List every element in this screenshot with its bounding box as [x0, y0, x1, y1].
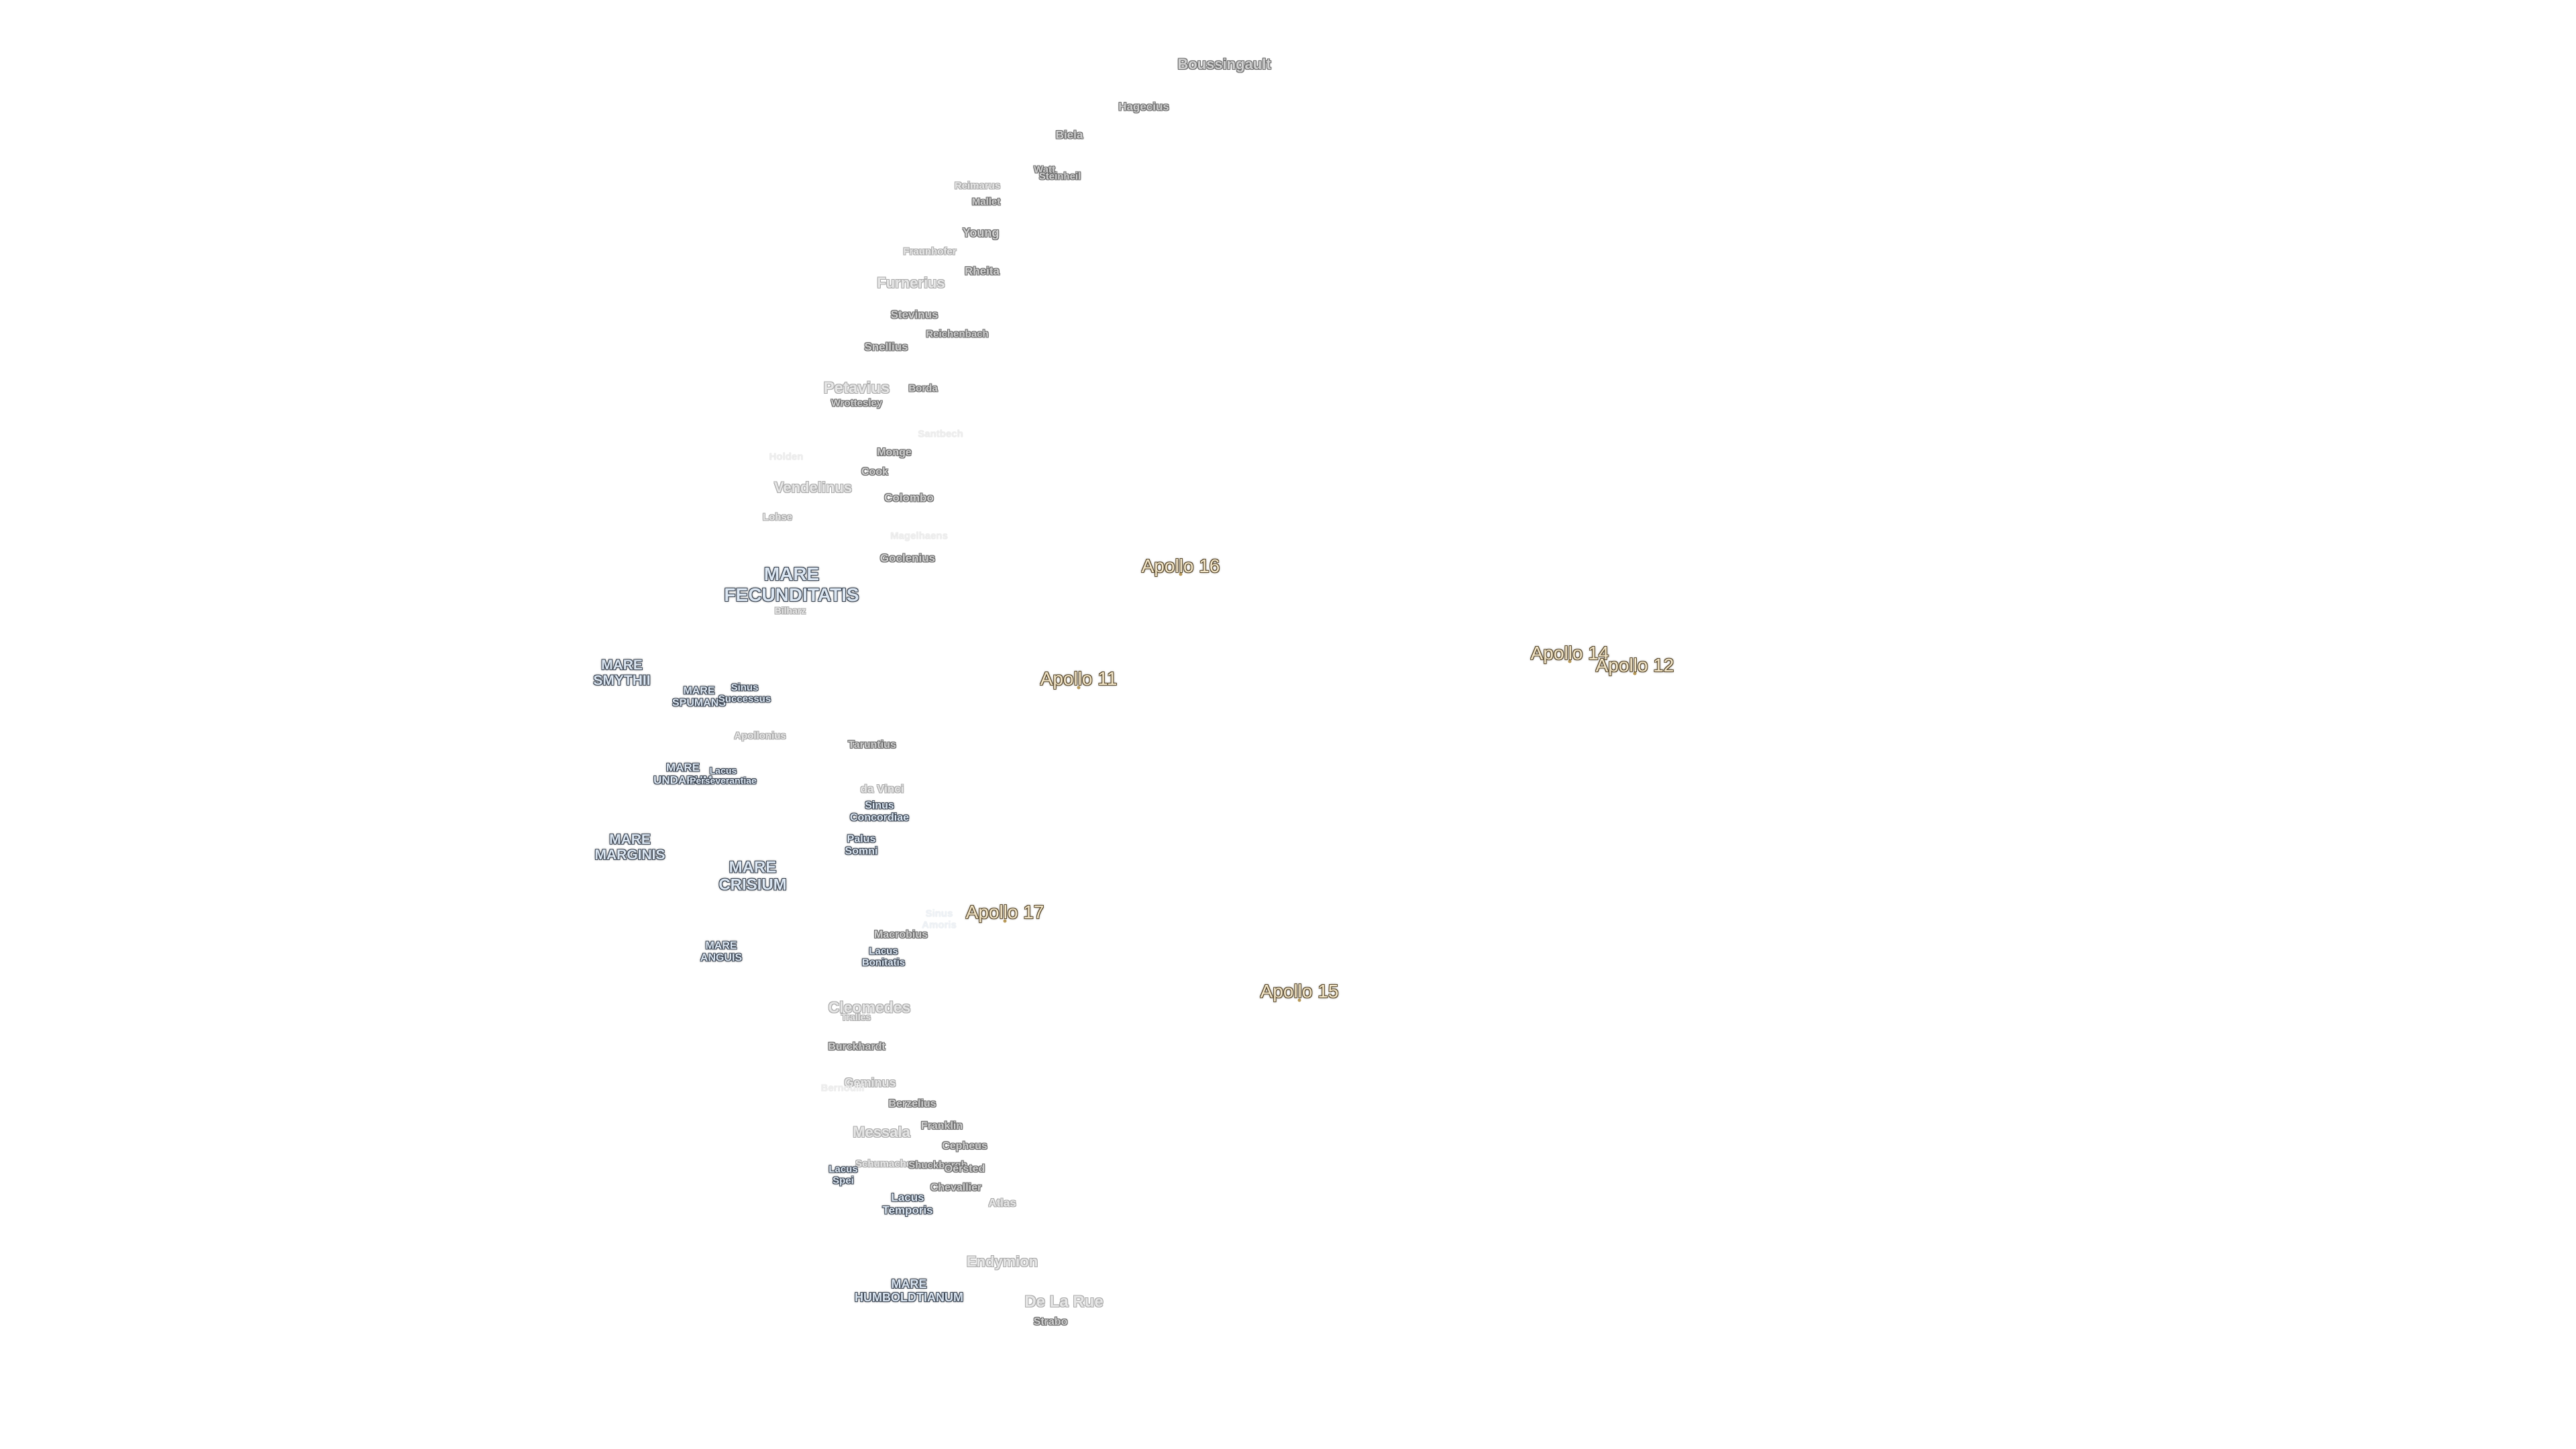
sea-label-mare-humboldtianum: MARE HUMBOLDTIANUM: [855, 1277, 963, 1304]
sea-label-sinus-amoris: Sinus Amoris: [922, 908, 957, 930]
crater-label-da-vinci: da Vinci: [860, 782, 904, 796]
sea-label-palus-somni: Palus Somni: [845, 833, 878, 857]
crater-label-magelhaens: Magelhaens: [890, 530, 948, 542]
sea-label-mare-anguis: MARE ANGUIS: [700, 940, 743, 963]
crater-label-cleomedes: Cleomedes: [828, 998, 911, 1016]
crater-label-steinheil: Steinheil: [1038, 170, 1081, 182]
crater-label-holden: Holden: [769, 451, 804, 463]
landing-site-marker-apollo-14: [1568, 659, 1572, 663]
landing-site-label-apollo-11: Apollo 11: [1040, 668, 1118, 689]
crater-label-atlas: Atlas: [988, 1196, 1016, 1210]
crater-label-strabo: Strabo: [1033, 1316, 1068, 1328]
crater-label-furnerius: Furnerius: [877, 274, 945, 291]
crater-label-macrobius: Macrobius: [873, 929, 928, 941]
crater-label-stevinus: Stevinus: [890, 308, 938, 321]
crater-label-cook: Cook: [861, 466, 888, 478]
landing-site-label-apollo-14: Apollo 14: [1530, 643, 1609, 663]
crater-label-geminus: Geminus: [844, 1076, 896, 1089]
crater-label-monge: Monge: [877, 447, 912, 458]
crater-label-goclenius: Goclenius: [879, 551, 936, 565]
landing-site-label-apollo-17: Apollo 17: [965, 902, 1044, 922]
sea-label-lacus-spei: Lacus Spei: [828, 1163, 858, 1186]
crater-label-mallet: Mallet: [971, 196, 1001, 208]
crater-label-burckhardt: Burckhardt: [828, 1041, 885, 1053]
crater-label-snellius: Snellius: [864, 340, 908, 354]
crater-label-wrottesley: Wrottesley: [830, 397, 883, 409]
crater-label-bilharz: Bilharz: [774, 605, 806, 616]
crater-label-lohse: Lohse: [762, 511, 793, 523]
crater-label-reimarus: Reimarus: [954, 180, 1001, 192]
landing-site-marker-apollo-16: [1179, 572, 1183, 576]
sea-label-sinus-concordiae: Sinus Concordiae: [849, 800, 910, 823]
landing-site-marker-apollo-15: [1297, 998, 1301, 1002]
crater-label-borda: Borda: [908, 382, 938, 394]
crater-label-messala: Messala: [853, 1124, 910, 1140]
crater-label-rheita: Rheita: [965, 264, 1000, 278]
landing-site-marker-apollo-17: [1003, 919, 1007, 923]
sea-label-mare-crisium: MARE CRISIUM: [718, 858, 787, 894]
crater-label-colombo: Colombo: [884, 491, 934, 504]
crater-label-tralles: Tralles: [841, 1012, 871, 1022]
sea-label-lacus-perseverantiae: Lacus Perseverantiae: [690, 765, 757, 786]
crater-label-apollonius: Apollonius: [734, 730, 786, 742]
landing-site-label-apollo-12: Apollo 12: [1595, 655, 1674, 676]
sea-label-mare-fecunditatis: MARE FECUNDITATIS: [724, 564, 859, 605]
crater-label-taruntius: Taruntius: [848, 739, 896, 751]
crater-label-reichenbach: Reichenbach: [926, 328, 989, 340]
crater-label-bernoulli: Bernoulli: [820, 1082, 865, 1094]
sea-label-lacus-temporis: Lacus Temporis: [882, 1191, 933, 1216]
crater-label-petavius: Petavius: [823, 379, 890, 397]
crater-label-berzelius: Berzelius: [888, 1098, 936, 1110]
crater-label-hagecius: Hagecius: [1118, 100, 1169, 113]
crater-label-endymion: Endymion: [966, 1253, 1038, 1270]
crater-label-watt: Watt: [1034, 164, 1055, 176]
landing-site-marker-apollo-11: [1077, 686, 1081, 690]
crater-label-vendelinus: Vendelinus: [773, 479, 853, 496]
sea-label-lacus-bonitatis: Lacus Bonitatis: [861, 945, 906, 968]
crater-label-oersted: Oersted: [944, 1163, 985, 1175]
sea-label-mare-spumans: MARE SPUMANS: [672, 685, 727, 708]
landing-site-label-apollo-15: Apollo 15: [1260, 981, 1339, 1002]
crater-label-chevallier: Chevallier: [930, 1182, 982, 1193]
crater-label-cepheus: Cepheus: [942, 1140, 987, 1152]
sea-label-sinus-successus: Sinus Successus: [718, 682, 771, 704]
crater-label-de-la-rue: De La Rue: [1024, 1293, 1104, 1311]
crater-label-young: Young: [962, 226, 1000, 239]
crater-label-schumacher: Schumacher: [855, 1158, 916, 1170]
crater-label-santbech: Santbech: [918, 428, 963, 440]
sea-label-mare-marginis: MARE MARGINIS: [594, 831, 665, 863]
crater-label-boussingault: Boussingault: [1177, 56, 1271, 72]
sea-label-mare-smythii: MARE SMYTHII: [593, 657, 651, 688]
sea-label-mare-undarum: MARE UNDARUM: [653, 761, 712, 786]
crater-label-franklin: Franklin: [920, 1120, 963, 1132]
crater-label-biela: Biela: [1055, 128, 1083, 142]
crater-label-fraunhofer: Fraunhofer: [903, 246, 957, 258]
crater-label-shuckburgh: Shuckburgh: [908, 1159, 967, 1171]
landing-site-marker-apollo-12: [1633, 672, 1637, 676]
landing-site-label-apollo-16: Apollo 16: [1141, 555, 1220, 576]
